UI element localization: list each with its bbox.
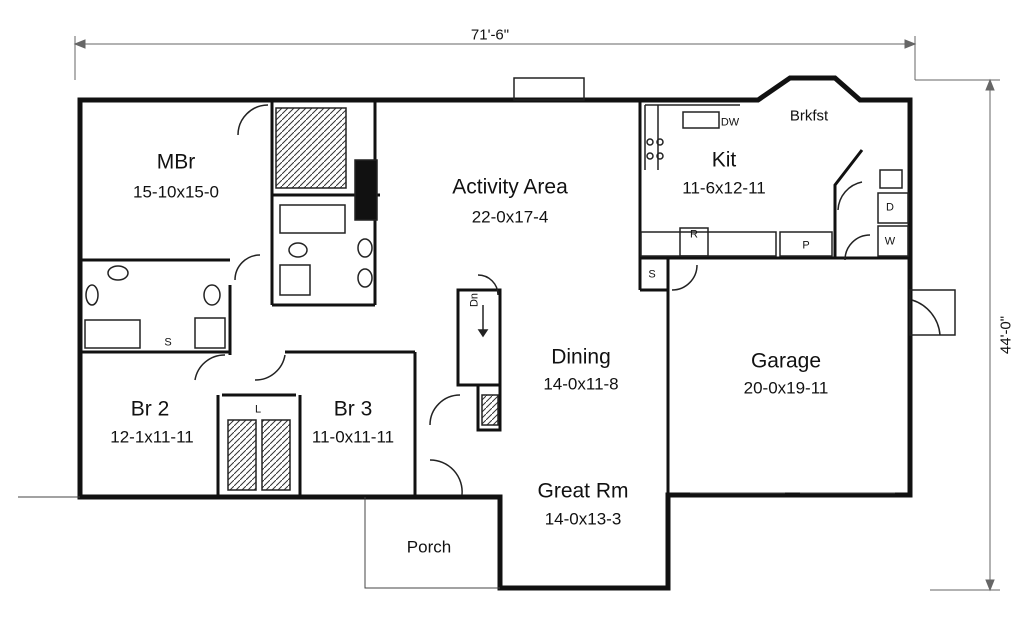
room-great-size: 14-0x13-3 <box>544 509 622 529</box>
fixture-s-garage-label: S <box>648 268 656 281</box>
fixture-s-bath-label: S <box>164 336 172 349</box>
exterior-walls <box>77 75 913 591</box>
stair-down-label: Dn <box>468 292 481 308</box>
grade-line <box>18 496 500 589</box>
dimension-lines <box>73 36 1000 592</box>
room-br2-name: Br 2 <box>130 397 170 421</box>
fixture-r-label: R <box>690 228 698 241</box>
fixture-d-label: D <box>886 201 894 214</box>
room-porch-name: Porch <box>406 537 452 557</box>
room-mbr-size: 15-10x15-0 <box>132 182 220 202</box>
room-br3-size: 11-0x11-11 <box>311 427 395 447</box>
fixtures <box>84 77 956 496</box>
interior-walls <box>80 100 910 495</box>
room-dining-size: 14-0x11-8 <box>543 374 619 394</box>
room-br3-name: Br 3 <box>333 397 373 421</box>
fixture-w-label: W <box>884 235 896 248</box>
room-garage-size: 20-0x19-11 <box>743 378 829 398</box>
fixture-p-label: P <box>802 239 810 252</box>
room-garage-name: Garage <box>750 349 822 373</box>
room-dining-name: Dining <box>551 345 611 369</box>
room-activity-name: Activity Area <box>452 175 568 199</box>
overall-width-label: 71'-6" <box>470 26 510 44</box>
room-mbr-name: MBr <box>156 150 196 174</box>
room-activity-size: 22-0x17-4 <box>471 207 549 227</box>
fixture-linen-label: L <box>254 403 262 416</box>
room-kit-name: Kit <box>711 148 737 172</box>
room-kit-size: 11-6x12-11 <box>682 178 766 198</box>
room-br2-size: 12-1x11-11 <box>110 427 194 447</box>
room-great-name: Great Rm <box>537 479 629 503</box>
fixture-dw-label: DW <box>720 116 740 129</box>
overall-depth-label: 44'-0" <box>997 315 1015 355</box>
room-brkfst-name: Brkfst <box>789 107 829 125</box>
